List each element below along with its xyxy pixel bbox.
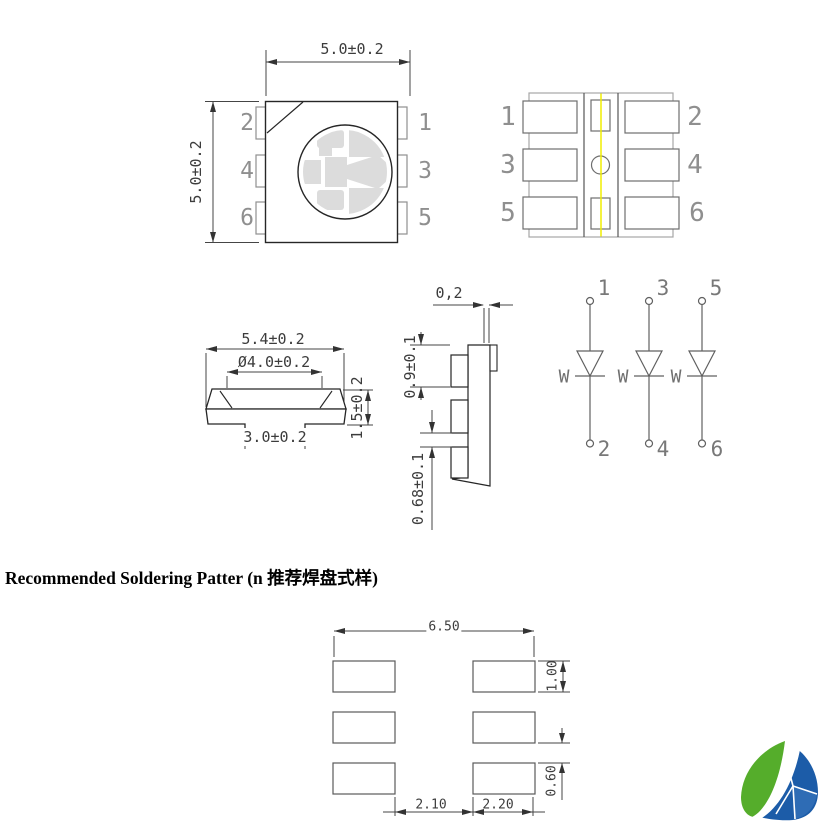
schematic-drawing: [575, 296, 717, 448]
front-view-lens-dim: Ø4.0±0.2: [237, 353, 311, 371]
solder-row-gap-dim: 0.60: [544, 765, 560, 797]
schematic-diode-label-2: W: [617, 366, 629, 388]
top-view-drawing: [205, 50, 411, 244]
side-view-pad-height-dim: 0.9±0.1: [401, 335, 419, 399]
side-view-drawing: [410, 302, 513, 530]
bottom-view-pin-2: 2: [687, 102, 703, 132]
solder-pattern-heading: Recommended Soldering Patter (n 推荐焊盘式样): [5, 568, 378, 588]
side-view-pad-gap-dim: 0.68±0.1: [409, 452, 427, 526]
solder-pattern-drawing: [332, 628, 570, 816]
schematic-pin-6: 6: [710, 437, 724, 461]
top-view-pin-3: 3: [418, 158, 432, 184]
bottom-view-drawing: [522, 92, 680, 238]
solder-total-width-dim: 6.50: [426, 619, 462, 635]
schematic-diode-label-1: W: [558, 366, 570, 388]
schematic-pin-2: 2: [597, 437, 611, 461]
bottom-view-pin-4: 4: [687, 150, 703, 180]
top-view-pin-2: 2: [240, 110, 254, 136]
top-view-pin-5: 5: [418, 205, 432, 231]
solder-col-gap-dim: 2.10: [415, 797, 447, 813]
top-view-pin-1: 1: [418, 110, 432, 136]
top-view-width-dim: 5.0±0.2: [320, 40, 384, 58]
bottom-view-pin-5: 5: [500, 198, 516, 228]
schematic-pin-1: 1: [597, 276, 611, 300]
schematic-diode-label-3: W: [670, 366, 682, 388]
top-view-pin-4: 4: [240, 158, 254, 184]
bottom-view-pin-1: 1: [500, 102, 516, 132]
side-view-lead-dim: 0,2: [435, 284, 463, 302]
solder-pad-width-dim: 2.20: [482, 797, 514, 813]
top-view-pin-6: 6: [240, 205, 254, 231]
schematic-pin-3: 3: [656, 276, 670, 300]
solder-pad-height-dim: 1.00: [545, 660, 561, 692]
company-logo: [741, 741, 818, 821]
schematic-pin-5: 5: [709, 276, 723, 300]
bottom-view-pin-3: 3: [500, 150, 516, 180]
front-view-height-dim: 1.5±0.2: [348, 376, 366, 440]
top-view-height-dim: 5.0±0.2: [187, 140, 205, 204]
schematic-pin-4: 4: [656, 437, 670, 461]
bottom-view-pin-6: 6: [689, 198, 705, 228]
front-view-pad-dim: 3.0±0.2: [241, 428, 309, 446]
front-view-width-dim: 5.4±0.2: [241, 330, 305, 348]
